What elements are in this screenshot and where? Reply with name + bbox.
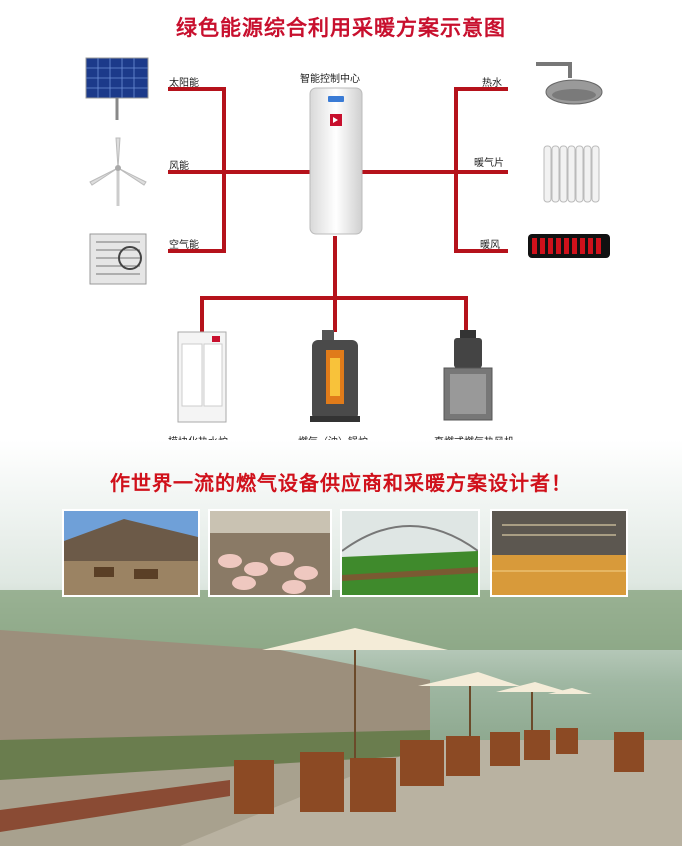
direct-fired-heater-icon (438, 330, 498, 424)
output-label-warm-air: 暖风 (480, 240, 500, 251)
output-label-hot-water: 热水 (482, 78, 502, 89)
air-source-unit-icon (88, 230, 148, 286)
gas-oil-boiler-icon (306, 330, 364, 424)
page-title: 绿色能源综合利用采暖方案示意图 (176, 16, 506, 40)
fan-coil-heater-icon (526, 226, 612, 262)
source-label-air: 空气能 (169, 240, 199, 251)
radiator-icon (540, 140, 604, 206)
center-label: 智能控制中心 (300, 74, 360, 85)
wind-turbine-icon (86, 136, 150, 206)
source-label-wind: 风能 (169, 161, 189, 172)
photo-greenhouse (340, 509, 480, 597)
smart-control-unit-icon (308, 86, 364, 236)
source-label-solar: 太阳能 (169, 78, 199, 89)
modular-water-heater-icon (176, 330, 228, 424)
company-slogan: 作世界一流的燃气设备供应商和采暖方案设计者！ (110, 471, 572, 495)
solar-panel-icon (82, 56, 152, 122)
photo-restaurant-patio (62, 509, 200, 597)
output-label-radiator: 暖气片 (474, 158, 504, 169)
outdoor-patio-scene (0, 440, 682, 846)
shower-head-icon (530, 58, 606, 110)
photo-pig-farm (208, 509, 332, 597)
photo-sports-hall (490, 509, 628, 597)
